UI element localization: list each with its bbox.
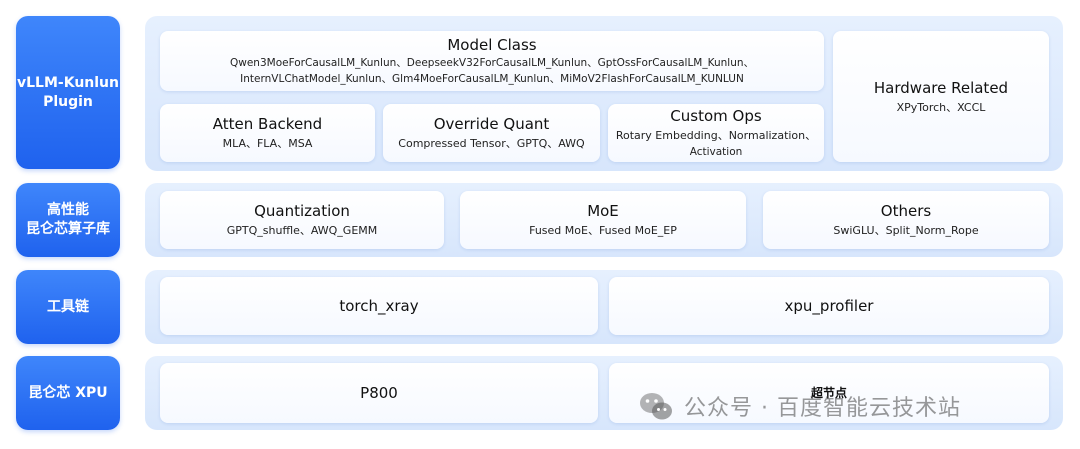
- hardware-related-card: Hardware Related XPyTorch、XCCL: [833, 31, 1049, 162]
- toolchain-band: torch_xray xpu_profiler: [145, 270, 1063, 344]
- custom-ops-title: Custom Ops: [670, 107, 762, 125]
- others-sub: SwiGLU、Split_Norm_Rope: [833, 224, 979, 237]
- torch-xray-card: torch_xray: [160, 277, 598, 335]
- layer-label-xpu: 昆仑芯 XPU: [16, 356, 120, 430]
- watermark: 公众号 · 百度智能云技术站: [636, 386, 961, 426]
- quantization-card: Quantization GPTQ_shuffle、AWQ_GEMM: [160, 191, 444, 249]
- override-quant-card: Override Quant Compressed Tensor、GPTQ、AW…: [383, 104, 600, 162]
- moe-sub: Fused MoE、Fused MoE_EP: [529, 224, 677, 237]
- xpu-profiler-card: xpu_profiler: [609, 277, 1049, 335]
- supernode-title: 超节点: [810, 386, 847, 400]
- moe-card: MoE Fused MoE、Fused MoE_EP: [460, 191, 746, 249]
- xpu-profiler-title: xpu_profiler: [784, 297, 874, 315]
- xpu-band: P800 超节点: [145, 356, 1063, 430]
- plugin-band: Model Class Qwen3MoeForCausalLM_Kunlun、D…: [145, 16, 1063, 171]
- quantization-title: Quantization: [254, 202, 350, 220]
- layer-label-ops-lib: 高性能 昆仑芯算子库: [16, 183, 120, 257]
- custom-ops-line1: Rotary Embedding、Normalization、: [615, 129, 817, 142]
- hardware-related-sub: XPyTorch、XCCL: [896, 100, 986, 114]
- moe-title: MoE: [587, 202, 619, 220]
- wechat-icon: [640, 393, 672, 420]
- atten-backend-card: Atten Backend MLA、FLA、MSA: [160, 104, 375, 162]
- others-title: Others: [880, 202, 932, 220]
- hardware-related-title: Hardware Related: [873, 78, 1009, 97]
- ops-lib-band: Quantization GPTQ_shuffle、AWQ_GEMM MoE F…: [145, 183, 1063, 257]
- model-class-line2: InternVLChatModel_Kunlun、Glm4MoeForCausa…: [240, 73, 744, 85]
- p800-card: P800: [160, 363, 598, 423]
- custom-ops-card: Custom Ops Rotary Embedding、Normalizatio…: [608, 104, 824, 162]
- layer-label-toolchain: 工具链: [16, 270, 120, 344]
- atten-backend-title: Atten Backend: [212, 115, 323, 133]
- override-quant-title: Override Quant: [433, 115, 550, 133]
- p800-title: P800: [360, 384, 398, 402]
- model-class-title: Model Class: [447, 36, 537, 54]
- supernode-card: 超节点: [609, 363, 1049, 423]
- model-class-line1: Qwen3MoeForCausalLM_Kunlun、DeepseekV32Fo…: [229, 57, 755, 69]
- layer-label-plugin: vLLM-Kunlun Plugin: [16, 16, 120, 169]
- torch-xray-title: torch_xray: [339, 297, 419, 315]
- model-class-card: Model Class Qwen3MoeForCausalLM_Kunlun、D…: [160, 31, 824, 91]
- custom-ops-line2: Activation: [689, 146, 743, 158]
- watermark-text: 公众号 · 百度智能云技术站: [684, 396, 961, 421]
- atten-backend-sub: MLA、FLA、MSA: [222, 137, 313, 150]
- quantization-sub: GPTQ_shuffle、AWQ_GEMM: [226, 224, 378, 237]
- override-quant-sub: Compressed Tensor、GPTQ、AWQ: [398, 137, 585, 150]
- others-card: Others SwiGLU、Split_Norm_Rope: [763, 191, 1049, 249]
